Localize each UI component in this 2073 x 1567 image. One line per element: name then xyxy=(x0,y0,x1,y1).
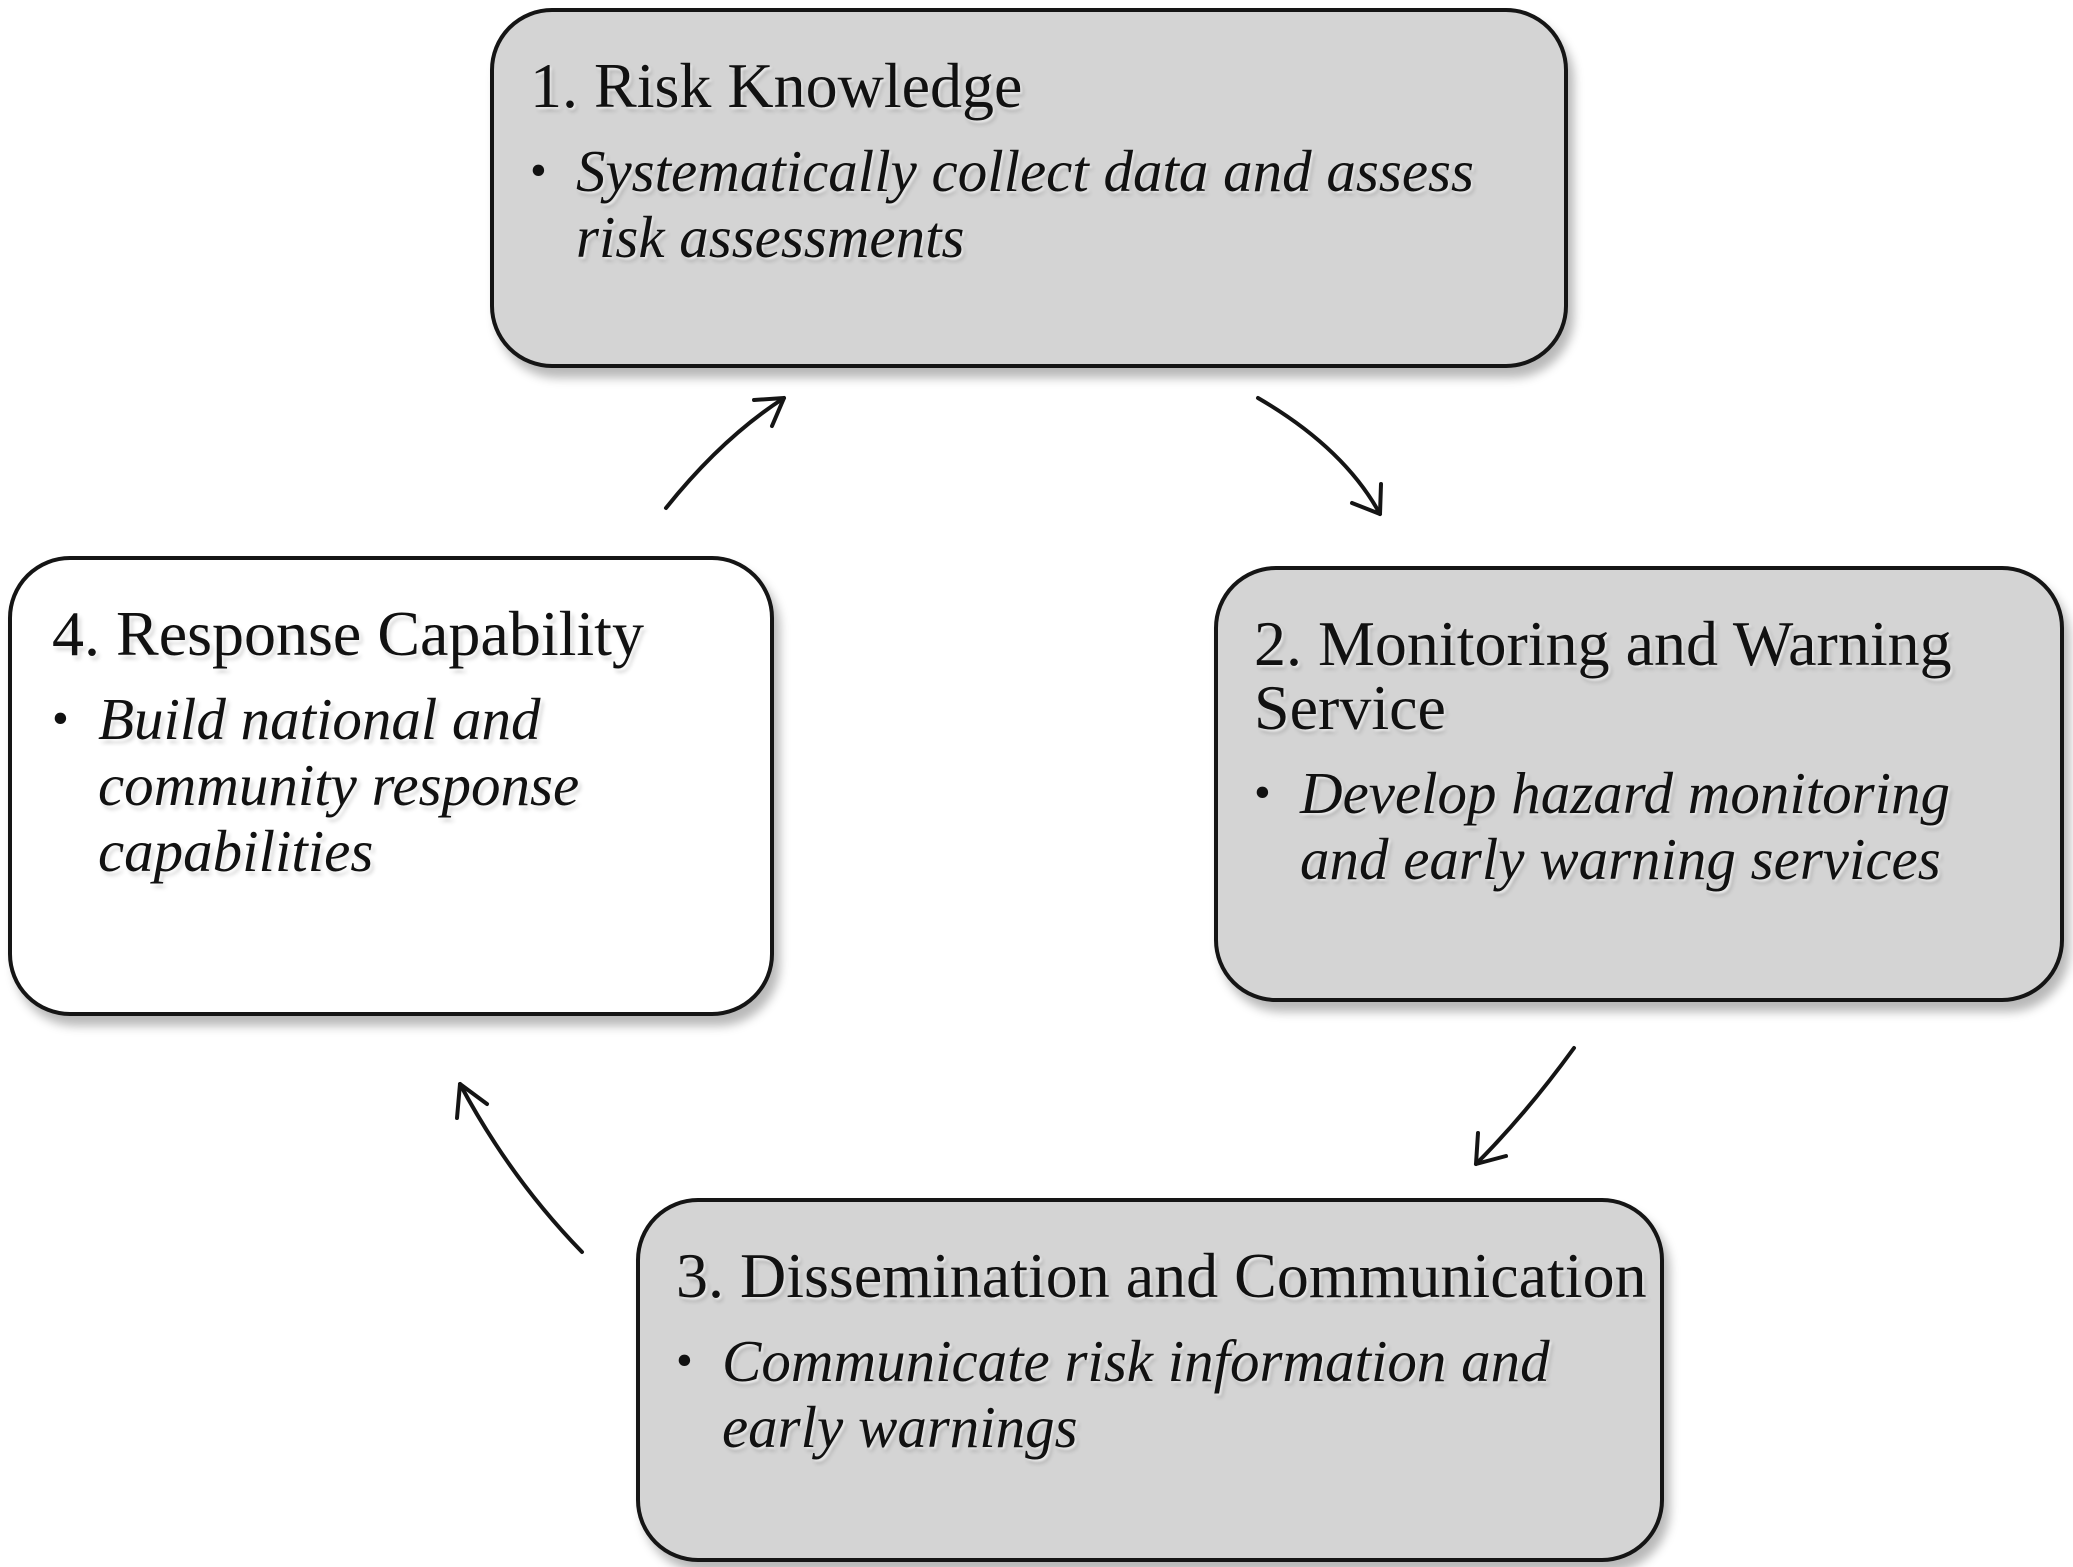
stage-2-box: 2. Monitoring and Warning Service • Deve… xyxy=(1214,566,2064,1002)
stage-1-title: 1. Risk Knowledge xyxy=(530,50,1023,121)
bullet-icon: • xyxy=(52,692,69,745)
stage-1-item-text: Systematically collect data and assess r… xyxy=(576,138,1474,270)
stage-2-title: 2. Monitoring and Warning Service xyxy=(1254,608,1952,743)
bullet-icon: • xyxy=(530,144,547,197)
stage-3-item-text: Communicate risk information and early w… xyxy=(722,1328,1550,1460)
arrow-1-to-2 xyxy=(1256,396,1383,516)
arrow-4-to-1 xyxy=(664,396,786,510)
stage-2-item-text: Develop hazard monitoring and early warn… xyxy=(1300,760,1951,892)
stage-4-item-text: Build national and community response ca… xyxy=(98,686,580,884)
arrow-3-to-4 xyxy=(455,1082,584,1254)
stage-3-box: 3. Dissemination and Communication • Com… xyxy=(636,1198,1664,1562)
stage-4-title: 4. Response Capability xyxy=(52,598,644,669)
arrow-2-to-3 xyxy=(1474,1046,1576,1166)
stage-1-box: 1. Risk Knowledge • Systematically colle… xyxy=(490,8,1568,368)
stage-4-box: 4. Response Capability • Build national … xyxy=(8,556,774,1016)
stage-3-title: 3. Dissemination and Communication xyxy=(676,1240,1647,1311)
bullet-icon: • xyxy=(1254,766,1271,819)
bullet-icon: • xyxy=(676,1334,693,1387)
